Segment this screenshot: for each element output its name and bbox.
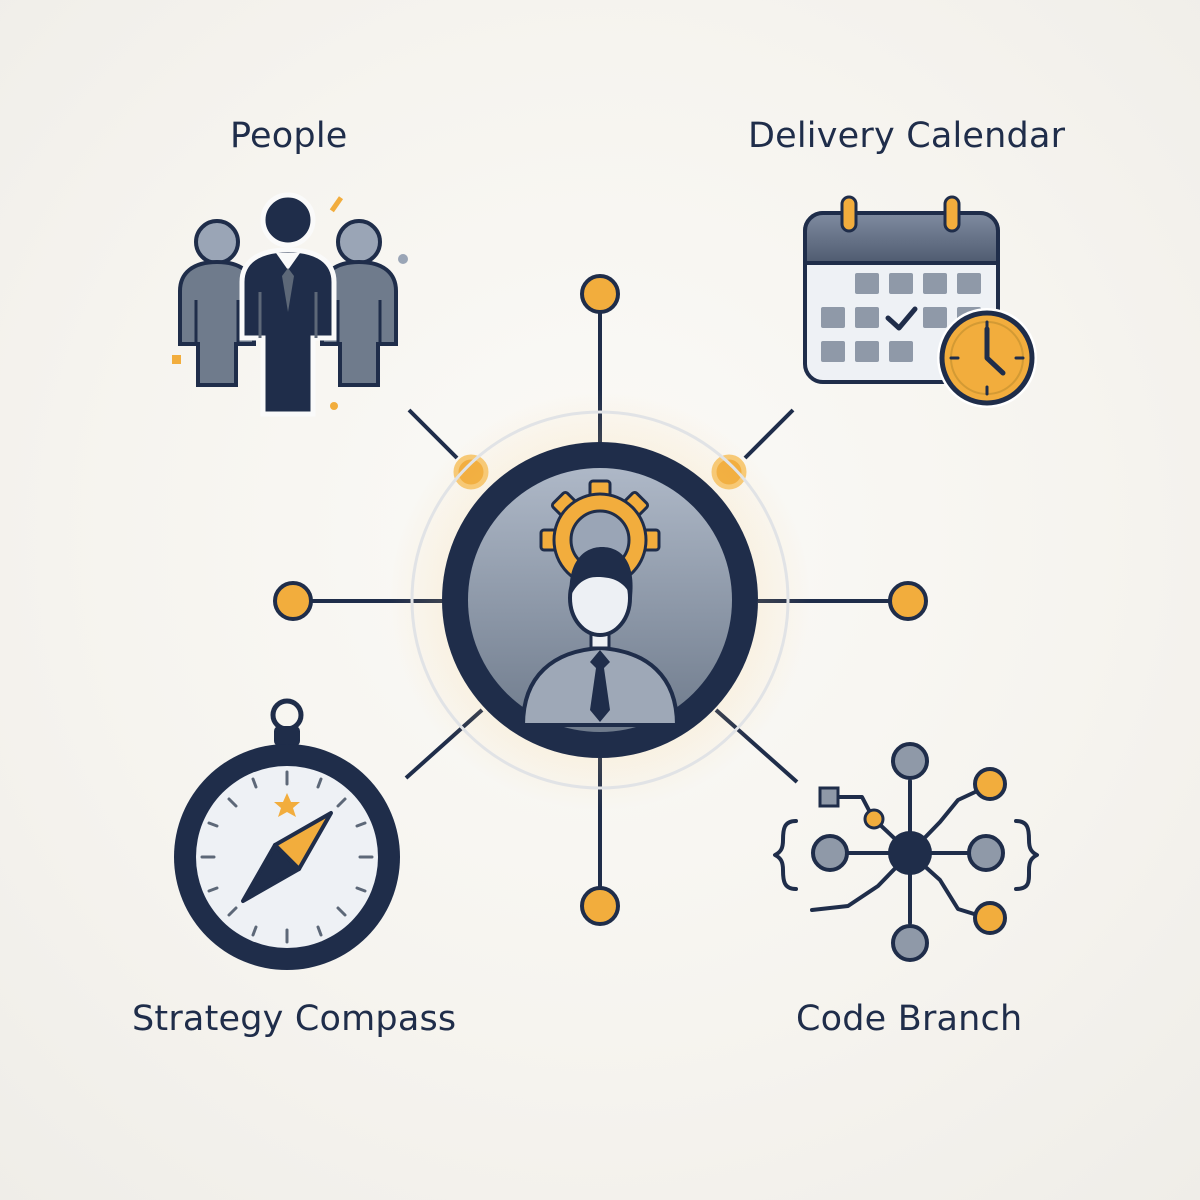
calendar-clock-icon (803, 195, 1037, 408)
compass-icon (174, 698, 400, 970)
center-hub (390, 390, 810, 810)
connector-top-right (743, 408, 795, 460)
clock-icon (937, 308, 1037, 408)
people-label: People (230, 116, 348, 156)
people-group-icon (172, 192, 408, 417)
compass-ticks (200, 770, 374, 944)
node-bottom (580, 886, 620, 926)
node-top (580, 274, 620, 314)
manager-icon (520, 547, 680, 727)
node-left (273, 581, 313, 621)
delivery-calendar-label: Delivery Calendar (748, 116, 1066, 156)
node-right (888, 581, 928, 621)
code-branch-label: Code Branch (796, 999, 1023, 1039)
code-branch-icon (773, 742, 1039, 962)
connector-top-left (407, 408, 459, 460)
strategy-compass-label: Strategy Compass (132, 999, 457, 1039)
hub-halo-ring (410, 410, 790, 790)
